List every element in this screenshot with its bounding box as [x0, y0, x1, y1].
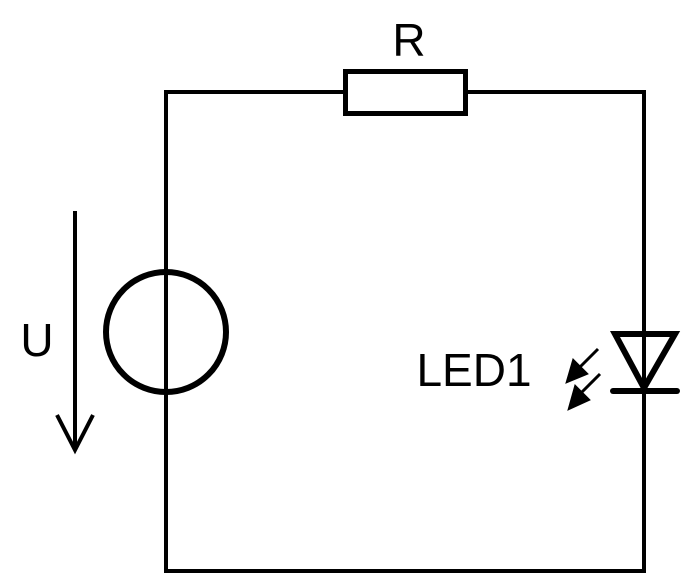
- led-label: LED1: [416, 344, 531, 396]
- voltage-arrow: [55, 211, 95, 455]
- light-emission-arrows: [565, 347, 602, 411]
- voltage-source-symbol: [103, 269, 229, 395]
- resistor-symbol: [343, 69, 468, 116]
- voltage-label: U: [20, 314, 53, 366]
- led-symbol: [609, 330, 681, 395]
- resistor-label: R: [392, 14, 425, 66]
